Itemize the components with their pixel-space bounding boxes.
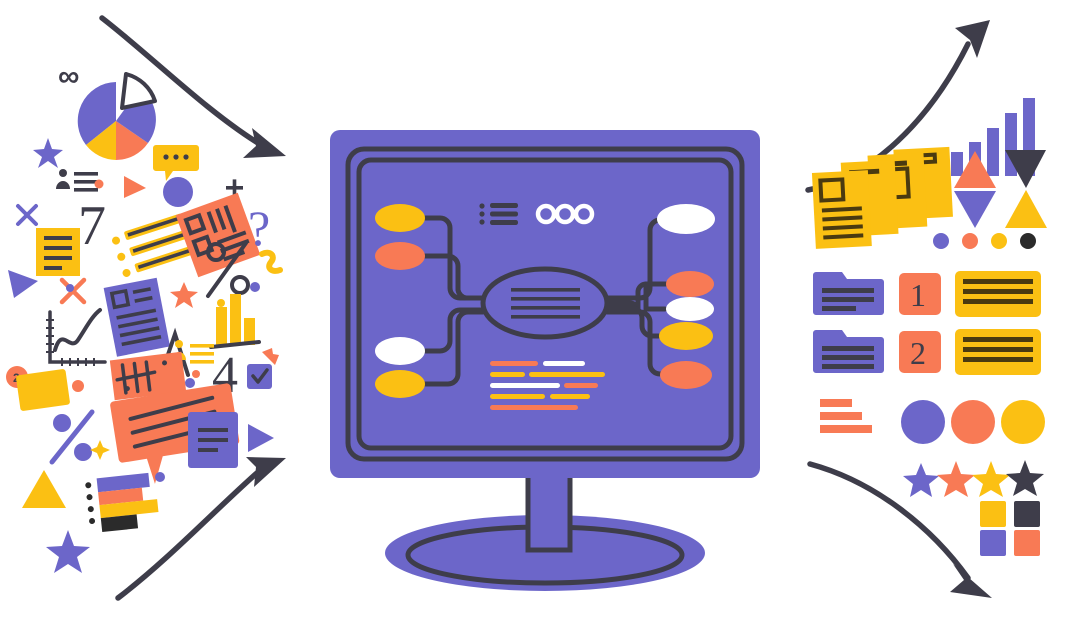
yellow-document-icon [36,228,80,276]
play-triangle-icon-orange [124,176,146,198]
star-icon-orange-rating [937,461,975,497]
star-rating-row[interactable] [903,460,1044,497]
dot-icon-purple-tiny-a [66,284,74,292]
dot-row [933,233,1036,249]
bullet-list-icon[interactable] [479,203,518,225]
play-triangle-icon-purple [248,424,274,452]
dot-icon-purple-tiny-b [155,472,165,482]
triangle-up-orange [954,151,996,188]
dot-icon-purple-small [185,378,195,388]
folder-icon-2[interactable] [813,330,884,373]
yellow-list-lines-icon [112,213,194,277]
screen-text-lines [490,361,605,410]
sparkle-icon-yellow [90,440,110,460]
color-swatch-grid [980,501,1040,556]
desktop-monitor[interactable] [330,130,760,591]
speech-bubble-icon-yellow [153,145,199,181]
stacked-bars-icon [85,472,159,533]
infinity-symbol-icon: ∞ [58,60,79,93]
dot-icon-orange-tiny-b [192,370,200,378]
left-icon-cluster: ∞ [6,60,283,573]
node-right-5[interactable] [660,361,712,389]
orange-lines-icon [820,399,872,433]
cross-icon-orange [59,277,87,305]
cross-icon-purple [16,204,38,226]
arrow-bottom-right-outbound [807,461,992,598]
plus-icon-dark [226,179,243,197]
star-icon-yellow-rating [972,461,1010,497]
dot-icon-orange-tiny-a [72,380,84,392]
star-icon-purple [33,138,63,168]
triangle-down-purple [954,191,996,228]
badge-2-label: 2 [910,335,926,371]
node-left-2[interactable] [375,242,425,270]
bar-chart-icon-yellow [209,294,261,349]
folder-icon-1[interactable] [813,272,884,315]
triangle-up-yellow [1005,190,1047,228]
dot-icon-orange-small [94,179,104,189]
mindmap-connectors [421,215,671,387]
monitor-outer-frame [345,146,745,462]
badge-number-2[interactable]: 2 [899,331,941,373]
qr-code-icon-orange [175,192,261,278]
squiggle-icon-yellow [259,249,283,274]
triangle-down-dark [1005,150,1046,188]
contact-list-icon [56,169,98,192]
star-icon-dark-rating [1006,460,1044,496]
yellow-card-2[interactable] [955,329,1041,375]
mindmap-center-node[interactable] [480,266,610,340]
purple-document-icon [103,277,171,357]
pie-chart-icon [77,72,157,160]
triangle-group [954,150,1047,228]
question-mark-icon: ? [248,200,270,256]
triangle-icon-purple [8,270,38,298]
node-right-4[interactable] [659,322,713,350]
node-right-3[interactable] [666,297,714,321]
cross-icon-orange-small [262,348,279,365]
folder-row-2[interactable]: 2 [813,329,1041,375]
triangle-icon-yellow [22,470,66,508]
tally-marks-card-icon [109,351,187,401]
star-icon-purple-lower [46,530,90,573]
node-left-4[interactable] [375,370,425,398]
three-circles-icon[interactable] [535,203,595,225]
numeral-seven-icon: 7 [78,195,106,257]
node-right-2[interactable] [666,271,714,297]
percent-icon-purple [49,409,95,465]
percent-sign-icon [206,241,250,298]
circle-icon-purple [163,177,193,207]
dot-icon-purple-tiny-d [250,282,260,292]
node-left-1[interactable] [375,204,425,232]
circle-row [901,400,1045,444]
badge-1-label: 1 [910,277,926,313]
star-icon-purple-rating [903,463,939,497]
arrow-top-left-inbound [99,15,286,158]
dot-icon-yellow-tiny-a [217,299,225,307]
folder-row-1[interactable]: 1 [813,271,1041,317]
document-stack-icon [811,146,953,249]
yellow-card-icon [16,369,70,411]
star-icon-orange-small [170,282,198,308]
node-right-1[interactable] [657,204,715,234]
purple-note-icon [188,412,238,468]
arrow-bottom-left-inbound [115,457,286,601]
node-left-3[interactable] [375,337,425,365]
right-icon-cluster: 1 2 [811,98,1047,556]
checkbox-checked-icon [247,364,272,389]
badge-number-1[interactable]: 1 [899,273,941,315]
line-graph-icon [46,308,107,366]
yellow-card-1[interactable] [955,271,1041,317]
